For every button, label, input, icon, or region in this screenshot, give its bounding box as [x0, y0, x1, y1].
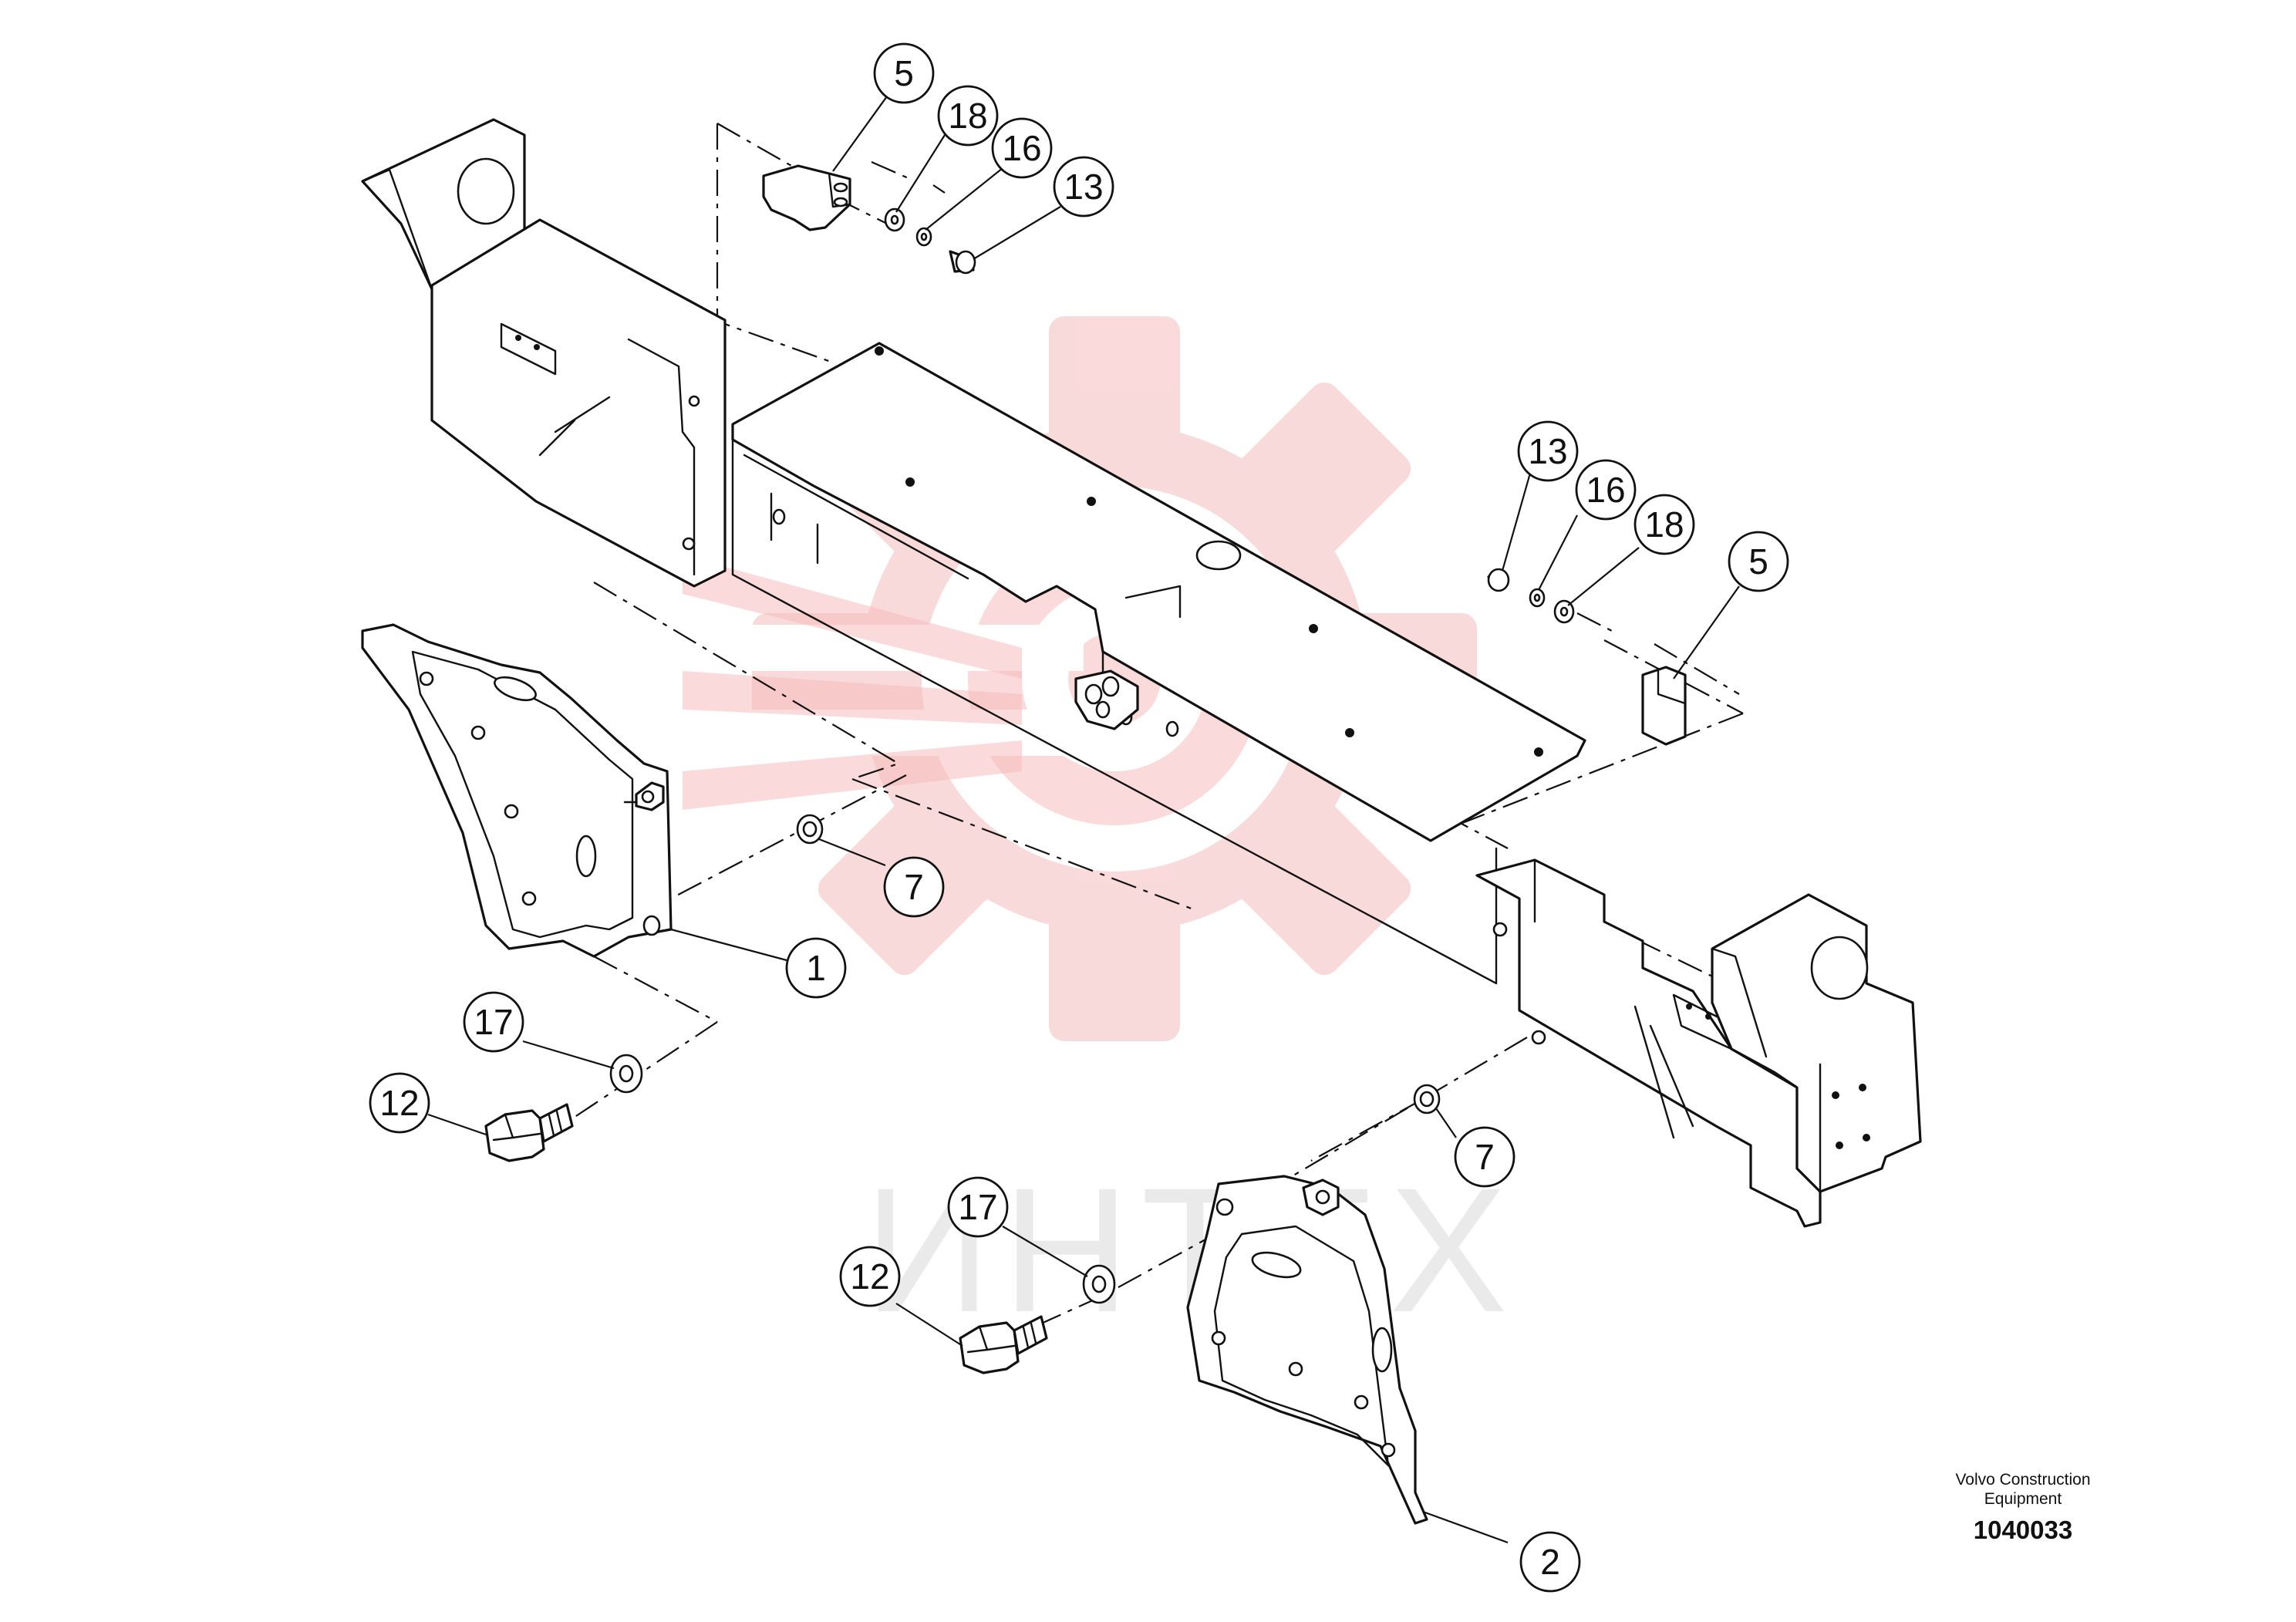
callout-label: 5 [894, 53, 914, 93]
spacer-7-right [1413, 1084, 1441, 1114]
callout-5-right: 5 [1728, 531, 1789, 592]
callout-label: 18 [948, 96, 987, 136]
brand-line-2: Equipment [1984, 1490, 2062, 1508]
clip-bracket-5-right [1641, 666, 1687, 746]
callout-2: 2 [1519, 1531, 1581, 1593]
callout-7-left: 7 [883, 856, 945, 918]
bolt-13-right [1487, 568, 1510, 592]
callout-16-right: 16 [1575, 459, 1637, 521]
plate-center-hole [1195, 540, 1242, 571]
callout-label: 13 [1528, 431, 1567, 471]
callout-label: 7 [904, 867, 924, 907]
drawing-reference-number: 1040033 [1974, 1516, 2072, 1544]
frame-left-bracket [361, 118, 526, 291]
callout-18-right: 18 [1633, 494, 1695, 555]
spacer-7-left [796, 814, 824, 845]
callout-17-left: 17 [463, 991, 524, 1053]
callout-label: 12 [379, 1083, 419, 1123]
side-plate-part-1 [361, 623, 673, 958]
callout-7-right: 7 [1454, 1126, 1515, 1188]
callout-16-top: 16 [991, 117, 1053, 179]
frame-left-end-box [430, 218, 727, 588]
washer-18-right [1553, 599, 1575, 624]
bracket-hole-right [1810, 936, 1869, 1000]
callout-label: 18 [1644, 504, 1684, 545]
callout-label: 5 [1748, 541, 1768, 582]
callout-13-top: 13 [1053, 156, 1114, 218]
lock-washer-16-top [915, 227, 932, 247]
center-mounting-plate [731, 342, 1586, 842]
callout-1: 1 [785, 937, 847, 999]
side-plate-part-2 [1186, 1175, 1428, 1525]
callout-17-right: 17 [947, 1176, 1009, 1238]
frame-right-bracket [1711, 893, 1922, 1193]
lock-washer-16-right [1529, 588, 1546, 608]
callout-label: 16 [1002, 128, 1041, 168]
washer-17-left [609, 1054, 643, 1094]
hex-bolt-12-left [484, 1103, 574, 1162]
title-block: Volvo Construction Equipment 1040033 [1955, 1471, 2090, 1544]
callout-label: 16 [1586, 470, 1625, 510]
callout-label: 17 [958, 1187, 997, 1227]
callout-label: 7 [1475, 1137, 1495, 1177]
callout-13-right: 13 [1517, 420, 1579, 482]
callout-18-top: 18 [937, 85, 999, 147]
callout-12-left: 12 [369, 1072, 430, 1134]
callout-label: 1 [806, 948, 826, 988]
callout-label: 13 [1064, 167, 1103, 207]
bracket-hole-left [457, 157, 515, 225]
callout-label: 2 [1540, 1542, 1560, 1582]
washer-17-right [1082, 1264, 1116, 1304]
bolt-13-top [949, 250, 976, 275]
leader-lines [427, 96, 1740, 1544]
center-hinge [1074, 669, 1139, 730]
hex-bolt-12-right [959, 1315, 1048, 1374]
washer-18-top [884, 207, 905, 232]
callout-label: 12 [850, 1256, 889, 1297]
callout-12-right: 12 [839, 1246, 901, 1307]
callout-label: 17 [474, 1002, 513, 1042]
brand-line-1: Volvo Construction [1955, 1471, 2090, 1489]
callout-5-top: 5 [873, 42, 935, 104]
clip-bracket-5-top [762, 164, 851, 231]
